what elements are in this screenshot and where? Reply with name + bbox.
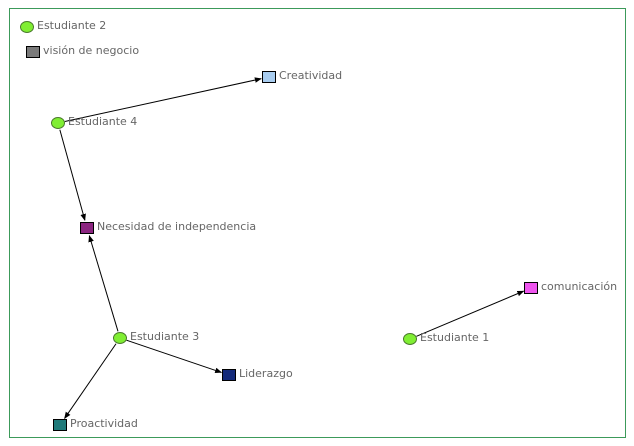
node-estudiante-1[interactable]: [403, 333, 417, 345]
edge-e4-cr: [64, 77, 262, 122]
edge-e3-ni: [88, 234, 119, 332]
edge-e3-pr: [64, 343, 117, 419]
node-label-creatividad: Creatividad: [279, 69, 343, 82]
edge-e4-ni: [59, 129, 86, 221]
node-estudiante-4[interactable]: [51, 117, 65, 129]
edge-e3-li: [126, 339, 223, 374]
edge-e1-co: [416, 290, 525, 337]
node-vision-de-negocio[interactable]: [26, 46, 40, 58]
node-label-estudiante-1: Estudiante 1: [420, 331, 490, 344]
node-comunicacion[interactable]: [524, 282, 538, 294]
network-canvas-frame: [9, 8, 626, 438]
node-necesidad-de-independencia[interactable]: [80, 222, 94, 234]
node-estudiante-3[interactable]: [113, 332, 127, 344]
node-label-necesidad-de-independencia: Necesidad de independencia: [97, 220, 257, 233]
node-label-estudiante-3: Estudiante 3: [130, 330, 200, 343]
node-label-estudiante-4: Estudiante 4: [68, 115, 138, 128]
node-label-vision-de-negocio: visión de negocio: [43, 44, 140, 57]
node-estudiante-2[interactable]: [20, 21, 34, 33]
node-label-comunicacion: comunicación: [541, 280, 618, 293]
node-creatividad[interactable]: [262, 71, 276, 83]
node-label-liderazgo: Liderazgo: [239, 367, 293, 380]
node-liderazgo[interactable]: [222, 369, 236, 381]
node-proactividad[interactable]: [53, 419, 67, 431]
node-label-proactividad: Proactividad: [70, 417, 138, 430]
node-label-estudiante-2: Estudiante 2: [37, 19, 107, 32]
